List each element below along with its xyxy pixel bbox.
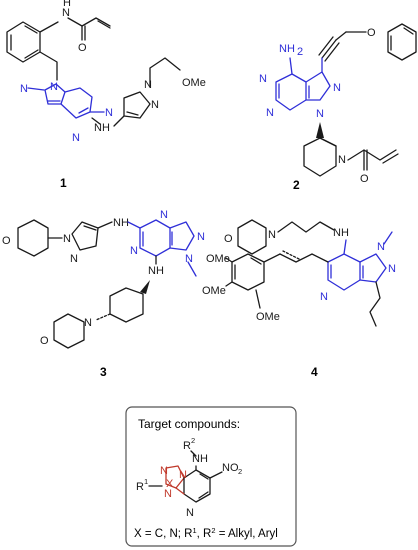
target-compounds-box: Target compounds: R 2 NH N N N X N R 1 N… (125, 406, 297, 547)
target-r1: R (136, 481, 144, 493)
atom-n: N (160, 209, 168, 221)
atom-n: N (72, 132, 80, 144)
compound-2-structure: O NH 2 N N N N N O (259, 23, 417, 185)
compound-label-4: 4 (311, 365, 318, 379)
atom-n: N (320, 291, 328, 303)
atom-n-red: N (179, 469, 187, 481)
target-no2: NO (222, 462, 239, 474)
atom-o: O (2, 235, 11, 247)
atom-n: N (338, 154, 346, 166)
atom-o: O (40, 335, 49, 347)
atom-n: N (377, 241, 385, 253)
atom-n: N (105, 107, 113, 119)
atom-o: O (360, 173, 369, 185)
target-no2-subscript: 2 (238, 467, 242, 476)
compound-label-1: 1 (60, 176, 67, 190)
atom-n: N (130, 245, 138, 257)
atom-ome: OMe (182, 77, 206, 89)
compound-1-structure: O N H N N N N NH N N OMe (6, 0, 206, 144)
atom-n: N (197, 231, 205, 243)
atom-n: N (259, 73, 267, 85)
atom-n: N (388, 263, 396, 275)
atom-n: N (266, 107, 274, 119)
atom-n: N (151, 99, 159, 111)
atom-o: O (78, 42, 87, 54)
compound-4-structure: O N NH N N N OMe OMe OMe (202, 219, 396, 327)
atom-n-red: N (164, 488, 172, 500)
atom-nh: NH (333, 227, 349, 239)
compound-label-3: 3 (100, 365, 107, 379)
atom-o: O (224, 233, 233, 245)
atom-n: N (50, 81, 58, 93)
atom-nh: NH (148, 265, 164, 277)
atom-n: N (62, 7, 70, 19)
atom-n: N (268, 229, 276, 241)
atom-o: O (367, 27, 376, 39)
target-box-footnote: X = C, N; R1, R2 = Alkyl, Aryl (134, 526, 278, 540)
atom-n: N (186, 507, 194, 519)
atom-n: N (70, 253, 78, 265)
atom-n: N (84, 317, 92, 329)
target-r2: R (183, 440, 191, 452)
target-box-title: Target compounds: (138, 417, 240, 431)
target-r2-superscript: 2 (191, 436, 195, 445)
atom-n: N (63, 233, 71, 245)
atom-n: N (316, 108, 324, 120)
atom-nh: NH (94, 122, 110, 134)
atom-n: N (185, 253, 193, 265)
atom-h: H (63, 0, 71, 9)
atom-nh: NH (113, 217, 129, 229)
atom-n-red: N (160, 465, 168, 477)
compound-3-structure: O N N NH N N N N NH N O (2, 209, 205, 349)
atom-ome-1: OMe (206, 253, 230, 265)
atom-x: X (166, 478, 174, 490)
atom-n: N (144, 79, 152, 91)
target-r1-superscript: 1 (144, 477, 148, 486)
compound-label-2: 2 (293, 178, 300, 192)
atom-nh2: NH (279, 43, 295, 55)
atom-n: N (333, 82, 341, 94)
atom-ome-3: OMe (256, 311, 280, 323)
atom-subscript: 2 (297, 46, 303, 58)
atom-ome-2: OMe (202, 285, 226, 297)
atom-n: N (20, 83, 28, 95)
